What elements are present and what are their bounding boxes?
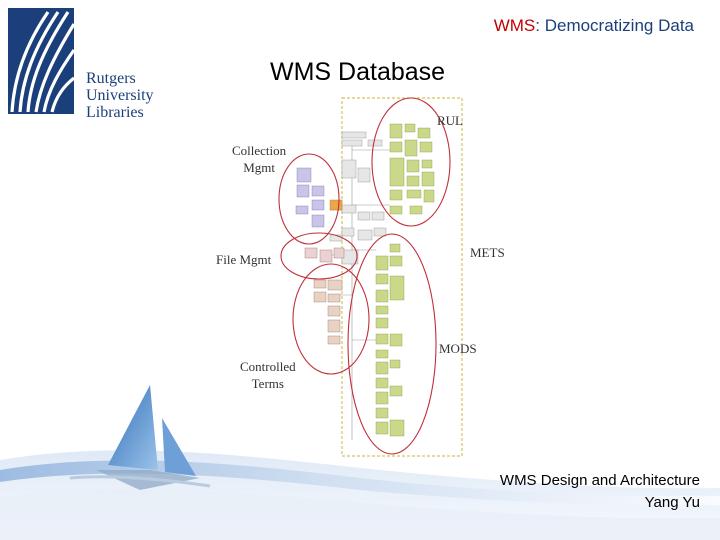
label-collection-mgmt-line-1: Collection: [232, 143, 287, 158]
logo-wordmark: Rutgers University Libraries: [86, 70, 154, 121]
label-controlled-terms-line-2: Terms: [251, 376, 284, 391]
logo-line-2: University: [86, 87, 154, 104]
label-controlled-terms: Controlled Terms: [240, 358, 296, 392]
mets-mods-circle: [347, 233, 437, 455]
key-table: [329, 199, 343, 211]
group-circles: [278, 97, 451, 455]
logo-mark-icon: [8, 8, 76, 114]
file-mgmt-tables: [304, 247, 345, 263]
header-title: WMS: Democratizing Data: [494, 16, 694, 36]
logo-line-3: Libraries: [86, 104, 144, 121]
label-collection-mgmt-line-2: Mgmt: [243, 160, 275, 175]
mets-mods-tables: [375, 243, 405, 437]
label-rul: RUL: [437, 113, 463, 128]
controlled-terms-circle: [292, 263, 370, 375]
header-subtitle: : Democratizing Data: [535, 16, 694, 35]
label-controlled-terms-line-1: Controlled: [240, 359, 296, 374]
schema-boundary: [341, 97, 463, 457]
footer-author: Yang Yu: [644, 494, 700, 511]
controlled-terms-tables: [313, 279, 343, 345]
page-title: WMS Database: [270, 58, 446, 86]
footer-title: WMS Design and Architecture: [499, 472, 700, 489]
label-file-mgmt: File Mgmt: [216, 252, 272, 267]
logo-line-1: Rutgers: [86, 70, 136, 87]
file-mgmt-circle: [280, 232, 358, 280]
rul-circle: [371, 97, 451, 227]
footer: WMS Design and Architecture Yang Yu: [500, 470, 700, 514]
label-mods: MODS: [439, 341, 477, 356]
label-mets: METS: [470, 245, 505, 260]
label-collection-mgmt: Collection Mgmt: [232, 142, 286, 176]
sailboat-icon: [69, 385, 211, 490]
rutgers-logo: Rutgers University Libraries: [8, 8, 154, 121]
header-brand: WMS: [493, 16, 536, 35]
core-tables: [329, 131, 387, 265]
rul-tables: [389, 123, 435, 215]
collection-mgmt-tables: [295, 167, 325, 228]
collection-mgmt-circle: [278, 153, 340, 245]
